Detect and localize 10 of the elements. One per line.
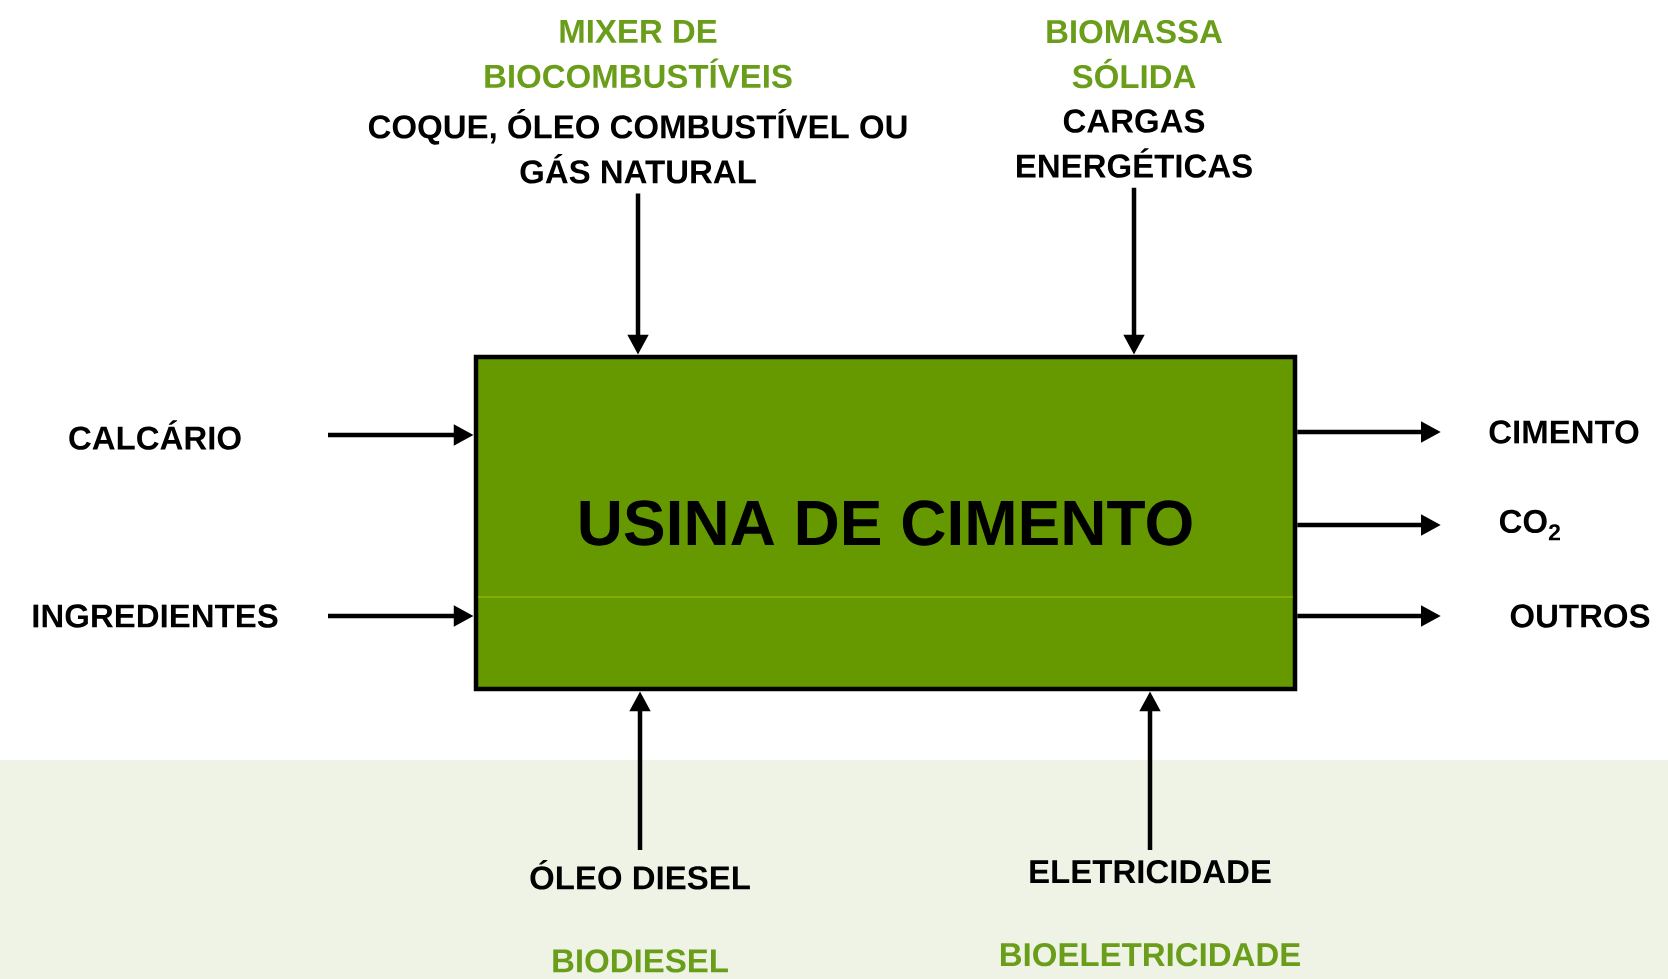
output-label: OUTROS [1510,604,1650,628]
input-label: MIXER DE BIOCOMBUSTÍVEIS COQUE, ÓLEO COMBUSTÍVEL OU GÁS NATURAL [368,20,907,184]
process-box: USINA DE CIMENTO [473,354,1298,692]
output-label: CO$_{2}$ [1499,509,1560,541]
input-label: BIOMASSA SÓLIDA CARGAS ENERGÉTICAS [1017,20,1252,178]
output-label: CIMENTO [1489,420,1639,444]
input-label: CALCÁRIO [69,420,241,450]
input-label: INGREDIENTES [33,604,278,628]
input-label: ÓLEO DIESEL BIODIESEL [530,860,750,973]
input-label: ELETRICIDADE BIOELETRICIDADE [1000,860,1300,967]
